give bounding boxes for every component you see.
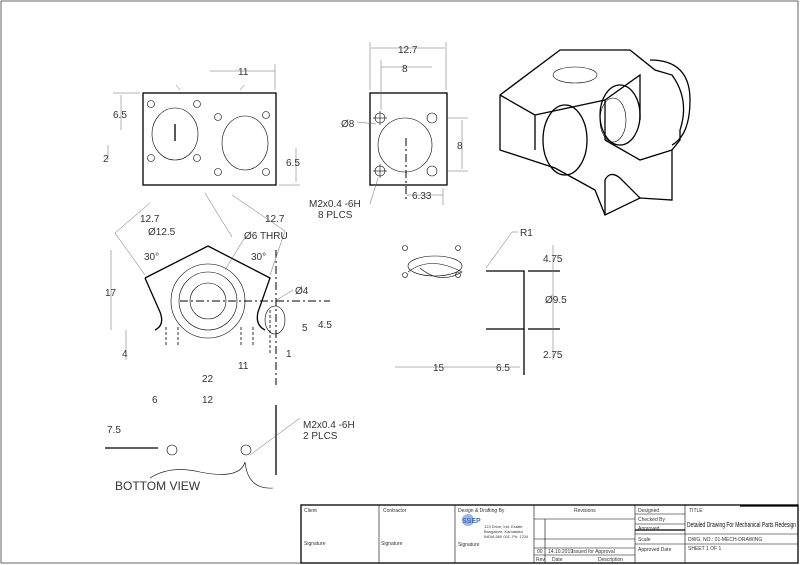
isometric-view <box>499 49 691 216</box>
dim-top: 4.75 <box>543 254 563 265</box>
thread-note-qty: 2 PLCS <box>303 431 338 442</box>
dim-22: 22 <box>202 374 214 385</box>
thread-note: M2x0.4 -6H <box>309 199 361 210</box>
address-line: Bangalore, Karnataka <box>484 529 523 534</box>
dim-width: 11 <box>238 67 249 78</box>
dim-left-angle: 12.7 <box>140 214 160 225</box>
dim-left: 2 <box>103 154 109 165</box>
dim-11: 11 <box>238 361 249 372</box>
desc-label: Description <box>598 557 623 563</box>
signature-label: Signature <box>458 542 480 548</box>
side-view: 12.7 8 8 6.33 Ø8 M2x0.4 -6H 8 PLCS <box>309 42 468 221</box>
bottom-view: 12.7 12.7 Ø12.5 Ø6 THRU 30° 30° Ø4 17 4 … <box>105 192 355 493</box>
approved-date-label: Approved Date <box>638 547 672 553</box>
company-logo: SSEP <box>462 518 481 525</box>
dim-dia-thru: Ø6 THRU <box>244 231 288 242</box>
dim-dia: Ø8 <box>341 119 355 130</box>
design-by-label: Design & Drafting By <box>458 508 505 514</box>
client-label: Client <box>304 508 317 514</box>
approved-label: Approved <box>638 526 660 532</box>
dim-offset: 6.33 <box>412 191 432 202</box>
dim-bottom: 2.75 <box>543 350 563 361</box>
dim-1: 1 <box>286 349 292 360</box>
dim-height: 8 <box>457 141 463 152</box>
dim-7-5: 7.5 <box>107 425 121 436</box>
signature-label: Signature <box>304 541 326 547</box>
dim-4: 4 <box>122 349 128 360</box>
dim-dia-large: Ø12.5 <box>148 227 176 238</box>
dim-17: 17 <box>105 288 117 299</box>
thread-note: M2x0.4 -6H <box>303 420 355 431</box>
title-label: TITLE <box>689 508 703 514</box>
rev-label: Rev. <box>536 557 546 563</box>
revisions-label: Revisions <box>574 508 596 514</box>
rev-no: 00 <box>537 549 543 555</box>
angle-right: 30° <box>251 252 266 263</box>
drawing-title: Detailed Drawing For Mechanical Parts Re… <box>687 520 796 529</box>
dim-4-5: 4.5 <box>318 320 332 331</box>
dim-5: 5 <box>302 323 308 334</box>
title-block: Client Contractor Design & Drafting By S… <box>300 504 799 564</box>
dim-top: 6.5 <box>113 110 127 121</box>
address-line: INDIA 560 001, Ph: 1234 <box>484 534 529 539</box>
logo-globe-icon <box>462 514 474 526</box>
rev-date: 14.10.2019 <box>548 549 573 555</box>
dim-15: 15 <box>433 363 445 374</box>
address-line: 123 Drive, Ind. Estate <box>484 524 523 529</box>
dim-overall: 12.7 <box>398 45 418 56</box>
dim-inner: 8 <box>402 64 408 75</box>
section-view: R1 4.75 Ø9.5 2.75 15 6.5 <box>395 228 567 375</box>
angle-left: 30° <box>144 252 159 263</box>
checked-label: Checked By <box>638 517 665 523</box>
dim-6-5: 6.5 <box>496 363 510 374</box>
designed-label: Designed <box>638 508 659 514</box>
thread-note-qty: 8 PLCS <box>318 210 353 221</box>
dim-right-angle: 12.7 <box>265 214 285 225</box>
view-label: BOTTOM VIEW <box>115 479 201 493</box>
date-label: Date <box>552 557 563 563</box>
front-view: 11 6.5 2 6.5 <box>103 64 300 186</box>
sheet-number: SHEET 1 OF 1 <box>688 546 721 552</box>
dim-12: 12 <box>202 395 214 406</box>
dim-right: 6.5 <box>286 158 300 169</box>
dim-6: 6 <box>152 395 158 406</box>
scale-label: Scale <box>638 537 651 543</box>
signature-label: Signature <box>381 541 403 547</box>
dim-dia: Ø9.5 <box>545 295 567 306</box>
dim-radius: R1 <box>520 228 533 239</box>
drawing-number: DWG. NO.: 01-MECH-DRAWING <box>688 537 762 543</box>
rev-desc: Issued for Approval <box>572 549 615 555</box>
dim-dia-small: Ø4 <box>295 286 309 297</box>
contractor-label: Contractor <box>383 508 407 514</box>
